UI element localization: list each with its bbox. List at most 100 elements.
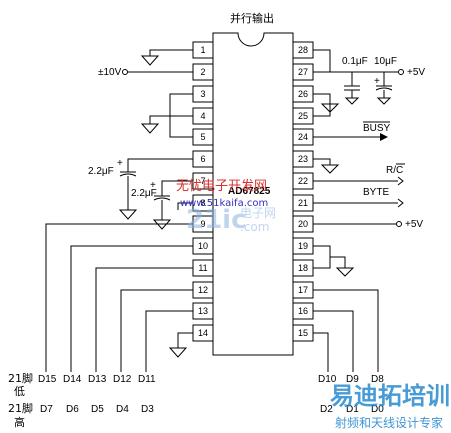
pin20-supply-wire: +5V (313, 219, 423, 230)
pin28-27-supply-wire: +5V 0.1μF 10μF + (313, 49, 425, 105)
pin-5: 5 (192, 128, 214, 146)
pins345-ground-wire (140, 93, 193, 138)
pin-19-number: 19 (298, 241, 308, 251)
pin-10: 10 (192, 237, 214, 255)
pin-18: 18 (292, 259, 314, 277)
diagram-title: 并行输出 (230, 11, 274, 25)
pin-16-number: 16 (298, 306, 308, 316)
bit-d4: D4 (116, 404, 129, 415)
pin-1-number: 1 (200, 45, 205, 55)
cap4-plus-sign: + (374, 76, 380, 87)
pin1-ground-wire (140, 49, 193, 66)
bus-row-high: 21脚 高 D7 D6 D5 D4 D3 (8, 401, 154, 429)
pin23-ground-wire (313, 158, 340, 174)
pin-26-number: 26 (298, 89, 308, 99)
pin-15: 15 (292, 324, 314, 342)
pin-6: 6 (192, 150, 214, 168)
pin-4-number: 4 (200, 111, 205, 121)
supply-plus-mid-label: +5V (405, 219, 423, 230)
bus-row-low-label-1: 21脚 (8, 371, 33, 385)
watermark-brand: 易迪拓培训 射频和天线设计专家 (330, 382, 450, 430)
right-data-bus (313, 289, 379, 372)
pin-28-number: 28 (298, 45, 308, 55)
rc-label: R/C (386, 165, 403, 176)
bit-d9: D9 (346, 374, 359, 385)
rc-input: R/C (313, 163, 405, 186)
pin2-supply-wire: ±10V (98, 67, 193, 78)
pin-14: 14 (192, 324, 214, 342)
pin-16: 16 (292, 302, 314, 320)
pin-21: 21 (292, 194, 314, 212)
pin-5-number: 5 (200, 132, 205, 142)
pin6-capacitor: + 2.2μF (88, 158, 193, 220)
cap4-label: 10μF (374, 56, 397, 67)
pin-2-number: 2 (200, 67, 205, 77)
pin-18-number: 18 (298, 263, 308, 273)
pin-11-number: 11 (198, 263, 207, 273)
pin14-ground-wire (168, 332, 193, 358)
pin-3: 3 (192, 85, 214, 103)
right-pin-column: 28 27 26 25 24 23 22 21 20 19 18 17 16 1… (292, 41, 314, 342)
watermark-21ic: 21ic 电子网 .com (186, 205, 276, 235)
pin8-ground-wire (177, 202, 193, 210)
busy-label: BUSY (363, 123, 391, 134)
cap3-label: 0.1μF (342, 56, 368, 67)
pin-23-number: 23 (298, 154, 308, 164)
pin-28: 28 (292, 41, 314, 59)
bit-d14: D14 (63, 374, 82, 385)
bit-d1: D1 (346, 404, 359, 415)
pin-6-number: 6 (200, 154, 205, 164)
pin-15-number: 15 (298, 328, 308, 338)
cap2-plus-sign: + (150, 180, 156, 191)
pin-10-number: 10 (198, 241, 208, 251)
byte-label: BYTE (363, 187, 389, 198)
pin-19: 19 (292, 237, 314, 255)
chip-name: AD67825 (228, 186, 271, 197)
watermark-21ic-cn: 电子网 (240, 206, 276, 220)
busy-output: BUSY (313, 121, 391, 141)
cap1-plus-sign: + (117, 158, 123, 169)
pin-24: 24 (292, 128, 314, 146)
watermark-site-cn: 无忧电子开发网 (176, 178, 267, 194)
watermark-51kaifa: 无忧电子开发网 www.51kaifa.com (176, 178, 268, 209)
watermark-brand-cn: 易迪拓培训 (330, 382, 450, 410)
bit-d2: D2 (320, 404, 333, 415)
bit-d3: D3 (141, 404, 154, 415)
pin-27-number: 27 (298, 67, 308, 77)
pin-24-number: 24 (298, 132, 308, 142)
pin-2: 2 (192, 63, 214, 81)
pin-17: 17 (292, 281, 314, 299)
chip-body (212, 32, 294, 356)
bit-d7: D7 (40, 404, 53, 415)
cap2-label: 2.2μF (131, 188, 157, 199)
pin-9-number: 9 (200, 219, 205, 229)
bus-row-high-label-2: 高 (14, 415, 25, 429)
watermark-21ic-logo: 21ic (186, 205, 247, 235)
pin-12: 12 (192, 281, 214, 299)
pin-11: 11 (192, 259, 214, 277)
pins1918-ground-wire (313, 245, 355, 277)
bit-d0: D0 (371, 404, 384, 415)
pin-13: 13 (192, 302, 214, 320)
pin-4: 4 (192, 107, 214, 125)
bit-d12: D12 (113, 374, 132, 385)
pin-27: 27 (292, 63, 314, 81)
bus-row-high-label-1: 21脚 (8, 401, 33, 415)
bit-d15: D15 (38, 374, 57, 385)
pin-14-number: 14 (198, 328, 208, 338)
pin-17-number: 17 (298, 285, 308, 295)
cap1-label: 2.2μF (88, 166, 114, 177)
right-bits: D10 D9 D8 D2 D1 D0 (318, 374, 384, 415)
bus-row-low-label-2: 低 (14, 385, 25, 398)
bus-row-low: 21脚 低 D15 D14 D13 D12 D11 (8, 371, 156, 398)
pin-22: 22 (292, 172, 314, 190)
bit-d10: D10 (318, 374, 337, 385)
pin-25-number: 25 (298, 111, 308, 121)
pin-1: 1 (192, 41, 214, 59)
pin-7-number: 7 (200, 176, 205, 186)
pin-22-number: 22 (298, 176, 308, 186)
pin-26: 26 (292, 85, 314, 103)
pin-20-number: 20 (298, 219, 308, 229)
